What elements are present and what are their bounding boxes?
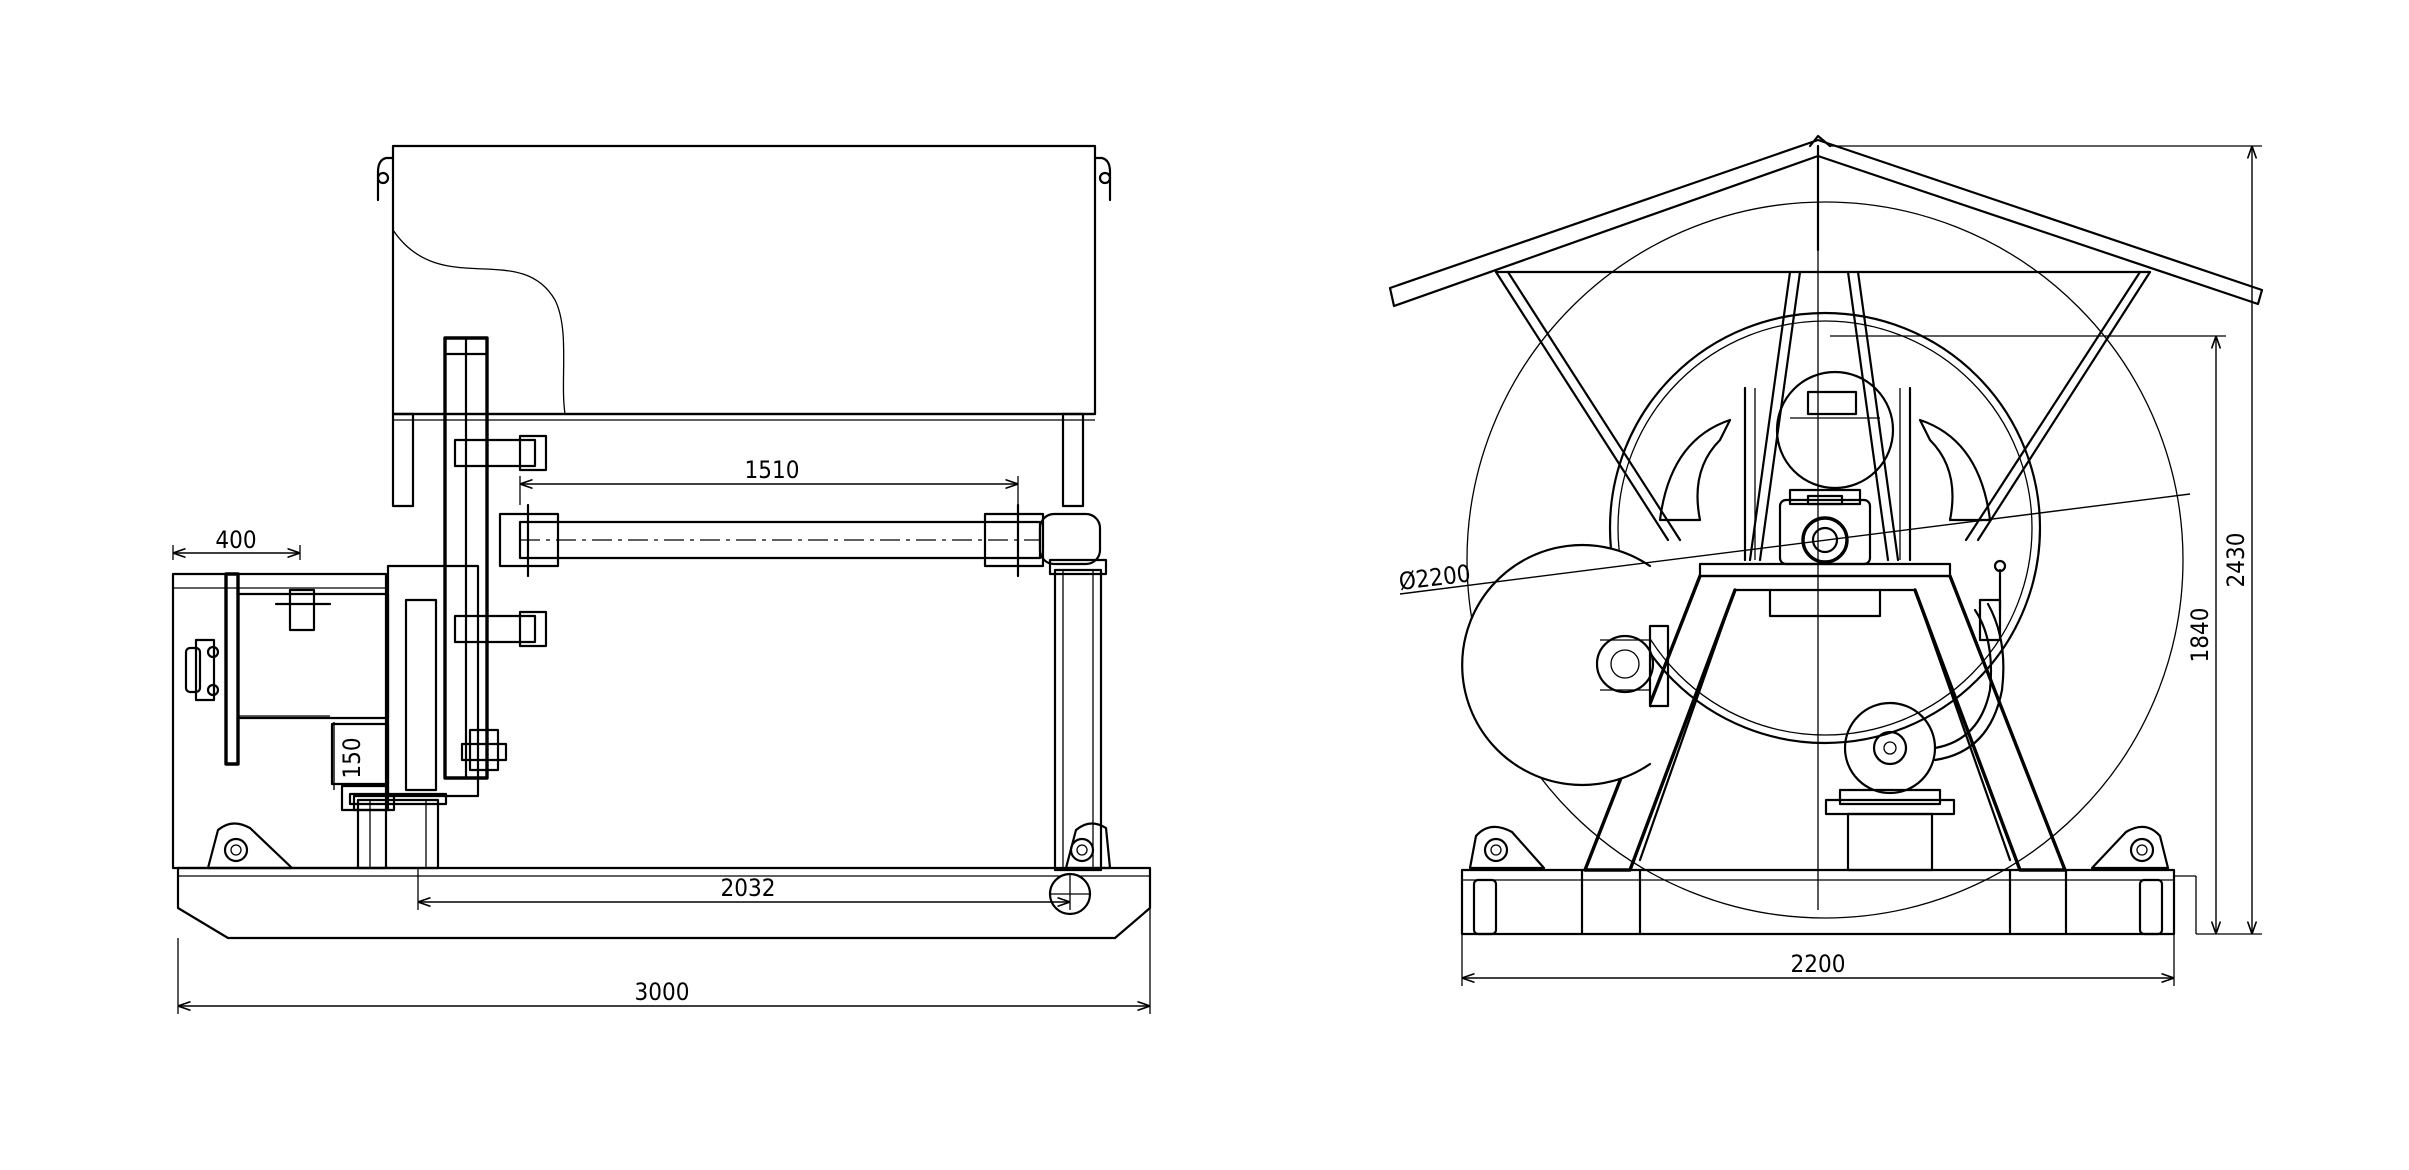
- side-shaft: [498, 503, 1102, 578]
- front-base: [1460, 868, 2197, 936]
- dim-2032: 2032: [417, 868, 1071, 910]
- front-view: Ø2200 2200 1840 2430: [1388, 134, 2264, 986]
- dim-1840-label: 1840: [2186, 608, 2214, 663]
- dim-150: 150: [333, 722, 366, 790]
- side-winch: [171, 572, 396, 870]
- dim-3000-label: 3000: [635, 978, 690, 1006]
- side-posts: [391, 412, 1108, 872]
- side-skid-base: [176, 866, 1152, 940]
- front-left-motor: [1461, 543, 1670, 787]
- dim-2032-label: 2032: [721, 874, 776, 902]
- dim-1510-label: 1510: [745, 456, 800, 484]
- side-pedestal: [348, 792, 448, 870]
- side-canopy: [376, 144, 1112, 421]
- side-lugs: [206, 822, 1112, 870]
- front-bearing: [1760, 488, 1890, 566]
- dim-2430: 2430: [1830, 145, 2262, 935]
- front-lugs: [1468, 825, 2170, 870]
- front-roof: [1388, 134, 2264, 910]
- dim-400: 400: [172, 526, 301, 560]
- dim-150-label: 150: [338, 737, 366, 778]
- dim-2200-label: 2200: [1791, 950, 1846, 978]
- front-bottom-motor: [1824, 559, 2007, 872]
- dim-400-label: 400: [215, 526, 256, 554]
- side-flange: [386, 336, 548, 798]
- dim-diameter-2200-label: Ø2200: [1397, 559, 1472, 596]
- side-view: 400 1510 150 2032 3000: [171, 144, 1152, 1014]
- dim-1840: 1840: [1830, 335, 2226, 935]
- front-drum-outline: [1466, 201, 2184, 919]
- dim-3000: 3000: [177, 908, 1151, 1014]
- dim-2200: 2200: [1461, 934, 2175, 986]
- dim-2430-label: 2430: [2222, 533, 2250, 588]
- dim-1510: 1510: [519, 456, 1019, 505]
